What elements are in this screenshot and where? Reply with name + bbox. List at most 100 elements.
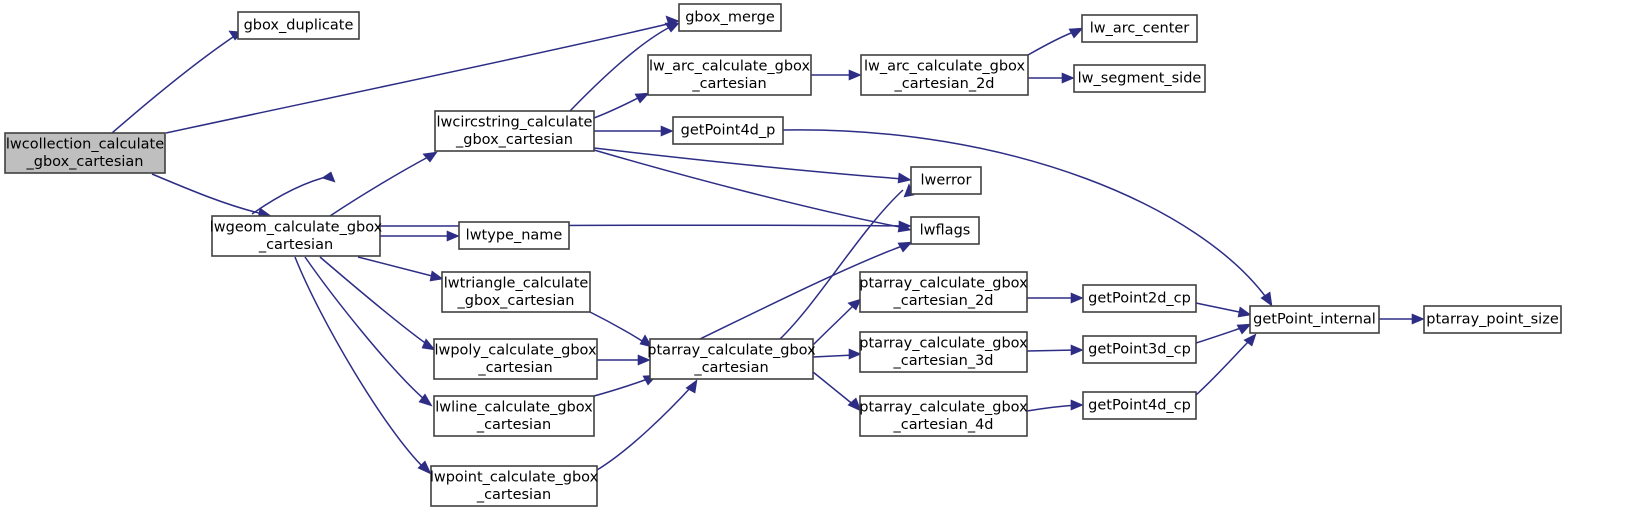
node-label: lwtype_name xyxy=(466,228,563,244)
arrow-head-icon xyxy=(847,298,862,311)
call-edge xyxy=(151,173,272,219)
node-ptarray_calculate_gbox_cartesian_2d[interactable]: ptarray_calculate_gbox_cartesian_2d xyxy=(859,271,1028,313)
arrow-head-icon xyxy=(1061,72,1075,84)
arrow-head-icon xyxy=(1070,399,1084,411)
node-box[interactable] xyxy=(434,110,595,152)
node-box[interactable] xyxy=(1082,391,1197,420)
edge-line xyxy=(151,173,264,215)
node-lwtriangle_calculate_gbox_cartesian[interactable]: lwtriangle_calculate_gbox_cartesian xyxy=(441,271,591,313)
node-box[interactable] xyxy=(647,54,812,96)
node-box[interactable] xyxy=(1423,305,1562,334)
node-lwcircstring_calculate_gbox_cartesian[interactable]: lwcircstring_calculate_gbox_cartesian xyxy=(434,110,595,152)
edge-line xyxy=(111,34,237,134)
node-label: lw_arc_calculate_gbox xyxy=(864,58,1026,74)
node-ptarray_calculate_gbox_cartesian[interactable]: ptarray_calculate_gbox_cartesian xyxy=(647,338,816,380)
node-box[interactable] xyxy=(433,395,595,437)
call-edge xyxy=(593,374,658,397)
node-lw_arc_calculate_gbox_cartesian_2d[interactable]: lw_arc_calculate_gbox_cartesian_2d xyxy=(860,54,1029,96)
node-lwpoly_calculate_gbox_cartesian[interactable]: lwpoly_calculate_gbox_cartesian xyxy=(433,338,598,380)
node-ptarray_calculate_gbox_cartesian_3d[interactable]: ptarray_calculate_gbox_cartesian_3d xyxy=(859,331,1028,373)
node-box[interactable] xyxy=(237,11,360,40)
edge-line xyxy=(812,303,856,346)
edge-line xyxy=(593,147,905,180)
node-label: getPoint_internal xyxy=(1253,312,1376,328)
call-edge xyxy=(589,311,653,348)
edge-line xyxy=(165,22,673,134)
call-edge xyxy=(1195,323,1252,344)
node-lwline_calculate_gbox_cartesian[interactable]: lwline_calculate_gbox_cartesian xyxy=(433,395,595,437)
node-box[interactable] xyxy=(860,54,1029,96)
node-box[interactable] xyxy=(1082,284,1197,313)
call-edge xyxy=(811,69,862,81)
node-box[interactable] xyxy=(859,271,1028,313)
call-edge xyxy=(111,30,244,134)
node-box[interactable] xyxy=(430,465,598,507)
edge-line xyxy=(251,175,331,215)
node-getPoint3d_cp[interactable]: getPoint3d_cp xyxy=(1082,335,1197,364)
node-label: lwcollection_calculate xyxy=(6,136,164,152)
node-box[interactable] xyxy=(4,132,166,174)
node-getPoint2d_cp[interactable]: getPoint2d_cp xyxy=(1082,284,1197,313)
node-box[interactable] xyxy=(458,221,570,250)
node-box[interactable] xyxy=(672,116,784,145)
arrow-head-icon xyxy=(1236,323,1252,335)
node-box[interactable] xyxy=(910,166,982,195)
edge-line xyxy=(699,244,906,340)
node-label: lwline_calculate_gbox xyxy=(435,399,593,415)
arrow-head-icon xyxy=(685,379,698,394)
arrow-head-icon xyxy=(321,171,336,183)
node-box[interactable] xyxy=(211,215,381,257)
arrow-head-icon xyxy=(1237,306,1252,318)
node-label: gbox_merge xyxy=(685,10,775,26)
node-ptarray_calculate_gbox_cartesian_4d[interactable]: ptarray_calculate_gbox _cartesian_4d xyxy=(859,395,1028,437)
node-getPoint_internal[interactable]: getPoint_internal xyxy=(1249,305,1380,334)
call-edge xyxy=(1027,292,1084,304)
node-lwflags[interactable]: lwflags xyxy=(910,216,980,245)
node-lw_segment_side[interactable]: lw_segment_side xyxy=(1073,64,1206,93)
node-box[interactable] xyxy=(441,271,591,313)
node-getPoint4d_cp[interactable]: getPoint4d_cp xyxy=(1082,391,1197,420)
call-edge xyxy=(779,183,915,340)
node-label: ptarray_calculate_gbox xyxy=(859,275,1028,291)
call-edge xyxy=(782,129,1273,307)
node-box[interactable] xyxy=(910,216,980,245)
node-label: getPoint2d_cp xyxy=(1088,291,1191,307)
node-box[interactable] xyxy=(859,331,1028,373)
arrow-head-icon xyxy=(1260,291,1273,307)
edge-line xyxy=(596,385,693,471)
node-ptarray_point_size[interactable]: ptarray_point_size xyxy=(1423,305,1562,334)
node-box[interactable] xyxy=(433,338,598,380)
node-box[interactable] xyxy=(1073,64,1206,93)
node-box[interactable] xyxy=(1249,305,1380,334)
node-lwcollection_calculate_gbox_cartesian[interactable]: lwcollection_calculate_gbox_cartesian xyxy=(4,132,166,174)
node-box[interactable] xyxy=(859,395,1028,437)
edge-line xyxy=(1027,30,1077,56)
node-box[interactable] xyxy=(1082,335,1197,364)
node-box[interactable] xyxy=(1081,14,1198,43)
node-lw_arc_calculate_gbox_cartesian[interactable]: lw_arc_calculate_gbox_cartesian xyxy=(647,54,812,96)
edge-line xyxy=(329,155,431,217)
node-label: _gbox_cartesian xyxy=(457,293,575,309)
call-edge xyxy=(593,92,650,119)
node-label: _cartesian_4d xyxy=(892,417,993,433)
node-lwerror[interactable]: lwerror xyxy=(910,166,982,195)
node-box[interactable] xyxy=(678,3,782,32)
node-gbox_merge[interactable]: gbox_merge xyxy=(678,3,782,32)
node-gbox_duplicate[interactable]: gbox_duplicate xyxy=(237,11,360,40)
node-getPoint4d_p[interactable]: getPoint4d_p xyxy=(672,116,784,145)
call-edge xyxy=(699,241,913,340)
node-lw_arc_center[interactable]: lw_arc_center xyxy=(1081,14,1198,43)
node-lwtype_name[interactable]: lwtype_name xyxy=(458,221,570,250)
edge-line xyxy=(812,371,856,407)
node-label: lwpoly_calculate_gbox xyxy=(434,342,596,358)
node-box[interactable] xyxy=(649,338,814,380)
node-label: ptarray_calculate_gbox xyxy=(859,399,1028,415)
node-label: getPoint3d_cp xyxy=(1088,342,1191,358)
arrow-head-icon xyxy=(417,460,432,475)
arrow-head-icon xyxy=(1411,313,1425,325)
node-lwpoint_calculate_gbox_cartesian[interactable]: lwpoint_calculate_gbox_cartesian xyxy=(430,465,599,507)
node-label: ptarray_point_size xyxy=(1426,312,1559,328)
node-lwgeom_calculate_gbox_cartesian[interactable]: lwgeom_calculate_gbox_cartesian xyxy=(210,215,383,257)
node-label: lwcircstring_calculate xyxy=(437,114,593,130)
